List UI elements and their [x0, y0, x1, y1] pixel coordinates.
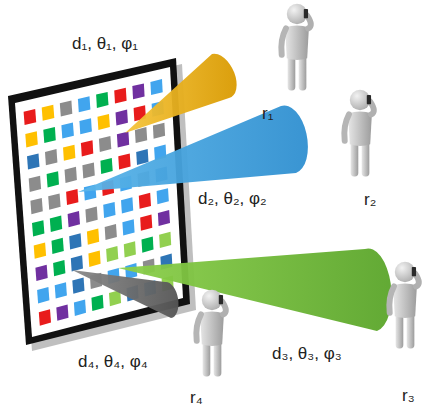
- surface-element: [25, 131, 38, 147]
- surface-element: [35, 265, 47, 281]
- surface-element: [63, 145, 75, 161]
- surface-element: [32, 220, 44, 236]
- surface-element: [117, 132, 129, 148]
- surface-element: [24, 109, 37, 125]
- surface-element: [106, 246, 118, 262]
- receiver-label: r₄: [190, 388, 203, 408]
- surface-element: [74, 300, 86, 316]
- surface-element: [136, 149, 148, 165]
- surface-element: [159, 232, 171, 248]
- surface-element: [103, 202, 115, 218]
- beam: [125, 54, 237, 133]
- surface-element: [139, 193, 151, 209]
- surface-element: [153, 123, 165, 139]
- surface-element: [157, 188, 169, 204]
- surface-element: [88, 251, 100, 267]
- surface-element: [29, 176, 41, 192]
- surface-element: [116, 110, 128, 126]
- surface-element: [27, 154, 40, 170]
- surface-element: [87, 229, 99, 245]
- surface-element: [78, 96, 91, 112]
- surface-element: [72, 277, 84, 293]
- surface-element: [71, 255, 83, 271]
- surface-element: [121, 197, 133, 213]
- receiver-figure: [389, 262, 419, 349]
- receiver-label: r₃: [402, 386, 415, 406]
- surface-element: [79, 118, 92, 134]
- surface-element: [98, 114, 110, 130]
- surface-element: [99, 136, 111, 152]
- surface-element: [140, 215, 152, 231]
- beam-parameters: d₃, θ₃, φ₃: [272, 344, 342, 364]
- receiver-figure: [281, 4, 311, 91]
- surface-element: [68, 211, 80, 227]
- beam-parameters: d₂, θ₂, φ₂: [198, 189, 267, 209]
- surface-element: [61, 123, 74, 139]
- surface-element: [69, 233, 81, 249]
- surface-element: [132, 83, 144, 99]
- surface-element: [34, 243, 46, 259]
- receiver-figure: [344, 90, 374, 177]
- surface-element: [100, 158, 112, 174]
- surface-element: [43, 127, 56, 143]
- surface-element: [114, 88, 126, 104]
- surface-element: [105, 224, 117, 240]
- beam-parameters: d₄, θ₄, φ₄: [78, 352, 148, 372]
- surface-element: [81, 140, 93, 156]
- receiver-label: r₂: [364, 190, 376, 210]
- surface-element: [55, 282, 67, 298]
- surface-element: [48, 193, 60, 209]
- surface-element: [60, 100, 73, 116]
- surface-element: [45, 149, 57, 165]
- surface-element: [82, 162, 94, 178]
- surface-element: [91, 295, 103, 311]
- surface-element: [124, 241, 136, 257]
- surface-element: [96, 92, 108, 108]
- surface-element: [52, 238, 64, 254]
- surface-element: [56, 304, 68, 320]
- surface-element: [53, 260, 65, 276]
- surface-element: [150, 79, 162, 95]
- surface-element: [142, 237, 154, 253]
- beam: [78, 105, 308, 192]
- surface-element: [66, 189, 78, 205]
- surface-element: [85, 207, 97, 223]
- receiver-figure: [196, 290, 226, 377]
- surface-element: [158, 210, 170, 226]
- surface-element: [39, 309, 51, 326]
- receiver-label: r₁: [262, 104, 273, 124]
- surface-element: [135, 127, 147, 143]
- surface-element: [50, 216, 62, 232]
- surface-element: [37, 287, 49, 303]
- surface-element: [118, 154, 130, 170]
- beam-parameters: d₁, θ₁, φ₁: [72, 34, 138, 54]
- surface-element: [122, 219, 134, 235]
- surface-element: [47, 171, 59, 187]
- beam: [72, 270, 178, 318]
- surface-element: [65, 167, 77, 183]
- surface-element: [30, 198, 42, 214]
- surface-element: [42, 105, 55, 121]
